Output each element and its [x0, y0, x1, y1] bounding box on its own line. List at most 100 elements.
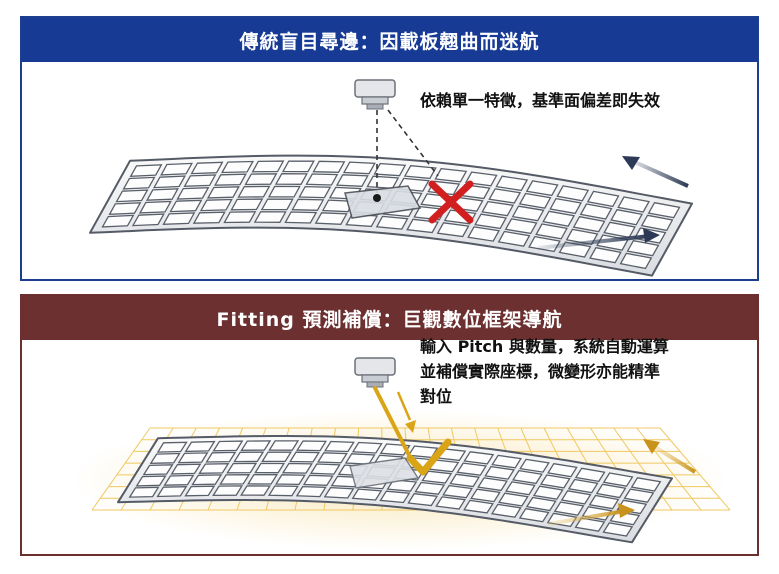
substrate-unit-cell [335, 174, 369, 187]
substrate-unit-cell [579, 203, 613, 220]
substrate-unit-cell [240, 440, 272, 451]
substrate-unit-cell [219, 474, 251, 485]
panel-title-traditional: 傳統盲目尋邊：因載板翹曲而迷航 [22, 18, 757, 62]
substrate-unit-cell [640, 214, 674, 232]
fitted-target [349, 457, 420, 489]
substrate-unit-cell [586, 190, 620, 208]
substrate-unit-cell [467, 226, 501, 242]
substrate-unit-cell [156, 486, 188, 498]
substrate-unit-cell [284, 211, 318, 224]
substrate-unit-cell [342, 161, 376, 175]
substrate-unit-cell [560, 490, 592, 505]
substrate-unit-cell [314, 212, 348, 225]
substrate-unit-cell [149, 452, 181, 464]
substrate-unit-cell [375, 215, 409, 230]
substrate-unit-cell [542, 210, 576, 227]
substrate-unit-cell [162, 212, 196, 225]
substrate-unit-cell [115, 189, 149, 203]
substrate-unit-cell [512, 469, 543, 485]
substrate-unit-cell [128, 486, 160, 498]
substrate-unit-cell [609, 510, 641, 526]
substrate-unit-cell [309, 463, 341, 475]
substrate-unit-cell [407, 493, 439, 507]
substrate-unit-cell [108, 202, 142, 216]
substrate-unit-cell [495, 175, 529, 192]
substrate-unit-cell [386, 479, 418, 492]
substrate-unit-cell [152, 175, 187, 189]
substrate-unit-cell [477, 477, 508, 492]
caption-fitting-line-1: 輸入 Pitch 與數量，系統自動運算 [420, 337, 669, 356]
substrate-unit-cell [630, 477, 662, 492]
substrate-unit-cell [176, 187, 210, 200]
substrate-unit-cell [602, 522, 634, 537]
substrate-unit-cell [190, 161, 224, 175]
substrate-unit-cell [574, 467, 606, 483]
substrate-unit-cell [519, 458, 550, 473]
substrate-unit-cell [572, 215, 606, 233]
substrate-unit-cell [267, 485, 299, 497]
substrate-unit-cell [289, 451, 320, 463]
substrate-unit-cell [198, 463, 230, 474]
substrate-unit-cell [553, 501, 585, 516]
substrate-unit-cell [449, 473, 481, 488]
substrate-unit-cell [305, 173, 339, 186]
substrate-unit-cell [260, 198, 294, 211]
substrate-unit-cell [240, 485, 271, 496]
substrate-unit-cell [131, 213, 165, 227]
substrate-unit-cell [435, 496, 466, 510]
substrate-unit-cell [122, 176, 156, 190]
substrate-unit-cell [145, 188, 179, 201]
substrate-unit-cell [647, 201, 681, 219]
frame-grid-line [91, 427, 151, 511]
substrate-unit-cell [488, 188, 522, 204]
camera-field-of-view-lines [376, 109, 439, 193]
substrate-unit-cell [456, 462, 488, 476]
substrate-unit-cell [574, 517, 606, 532]
substrate-unit-cell [623, 488, 655, 503]
substrate-unit-cell [213, 173, 247, 186]
substrate-unit-cell [296, 440, 327, 452]
substrate-unit-cell [274, 474, 306, 486]
substrate-unit-cell [518, 507, 550, 523]
substrate-unit-cell [323, 486, 355, 499]
substrate-unit-cell [595, 483, 627, 499]
warped-substrate-board [89, 154, 693, 277]
substrate-unit-cell [589, 246, 622, 264]
substrate-unit-cell [617, 196, 651, 213]
substrate-unit-cell [436, 222, 470, 238]
substrate-unit-cell [212, 485, 244, 497]
substrate-unit-cell [484, 465, 515, 480]
substrate-unit-cell [281, 160, 315, 173]
substrate-unit-cell [321, 199, 355, 213]
substrate-unit-cell [156, 441, 188, 453]
warp-direction-arrows [537, 156, 689, 250]
substrate-unit-cell [230, 198, 264, 211]
substrate-unit-cell [491, 454, 522, 469]
substrate-unit-cell [183, 174, 217, 187]
substrate-unit-cell [535, 223, 568, 240]
substrate-unit-cell [267, 185, 301, 198]
substrate-unit-cell [567, 478, 599, 494]
substrate-unit-cell [421, 470, 453, 484]
camera-icon [354, 79, 396, 110]
substrate-unit-cell [626, 239, 660, 257]
substrate-unit-cell [549, 197, 583, 215]
caption-traditional: 依賴單一特徵，基準面偏差即失效 [420, 91, 661, 110]
substrate-unit-cell [518, 192, 552, 209]
substrate-unit-cell [497, 230, 531, 247]
frame-grid-line [613, 427, 673, 511]
substrate-unit-cell [184, 485, 216, 497]
substrate-unit-grid [101, 160, 681, 270]
substrate-unit-cell [504, 218, 538, 235]
substrate-unit-cell [177, 452, 209, 464]
substrate-unit-cell [525, 180, 559, 197]
substrate-unit-cell [351, 441, 383, 454]
substrate-unit-cell [470, 488, 501, 503]
substrate-unit-cell [247, 473, 279, 485]
substrate-unit-cell [205, 451, 237, 463]
substrate-unit-cell [547, 462, 578, 478]
substrate-unit-cell [556, 185, 590, 202]
substrate-unit-cell [490, 503, 522, 518]
substrate-unit-cell [588, 494, 620, 510]
